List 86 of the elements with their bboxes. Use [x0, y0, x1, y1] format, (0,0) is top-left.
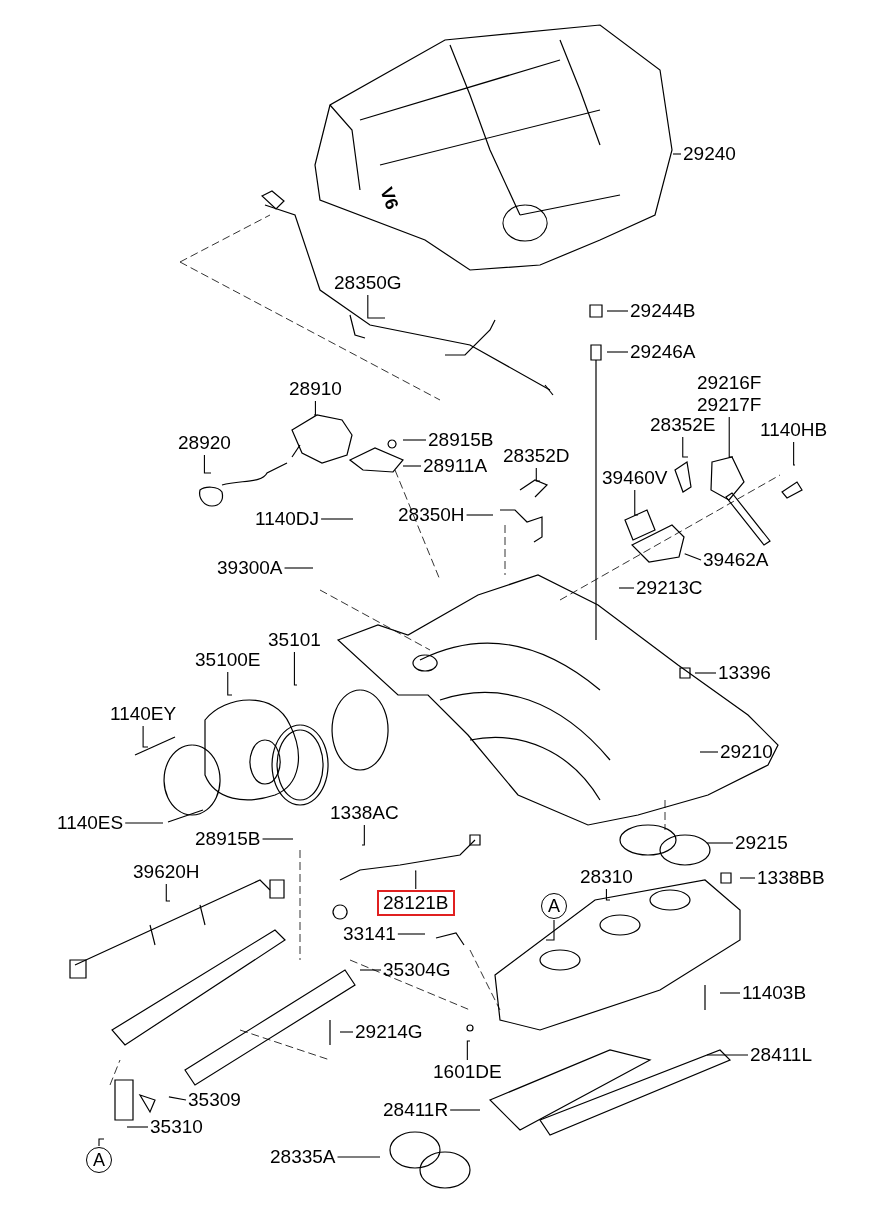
part-number: 1140HB [760, 419, 828, 441]
part-number: 29210 [720, 741, 773, 763]
leader-line [706, 842, 734, 844]
leader-line [739, 877, 756, 879]
part-number: 35101 [268, 629, 321, 651]
leader-line [339, 1031, 354, 1033]
part-number: 29215 [735, 832, 788, 854]
leader-line [535, 467, 541, 482]
part-number: 11403B [742, 982, 807, 1004]
leader-line [634, 489, 639, 516]
leader-line [545, 919, 555, 941]
leader-line [672, 153, 682, 155]
leader-line [165, 883, 171, 902]
leader-line [694, 672, 717, 674]
part-number: 28350G [334, 272, 402, 294]
leader-line [359, 969, 382, 971]
leader-line [320, 518, 354, 520]
leader-line [706, 1054, 749, 1056]
engine-badge-text: V6 [376, 184, 403, 213]
part-number: 35304G [383, 959, 451, 981]
leader-line [684, 553, 702, 561]
part-number: 28910 [289, 378, 342, 400]
leader-line [126, 1126, 149, 1128]
leader-line [793, 441, 796, 466]
part-number: 1338AC [330, 802, 399, 824]
part-number: 28915B [428, 429, 494, 451]
part-number: 28352D [503, 445, 570, 467]
part-number: 29246A [630, 341, 696, 363]
leader-line [606, 351, 629, 353]
leader-line [397, 933, 426, 935]
part-number: 28335A [270, 1146, 336, 1168]
leader-line [313, 400, 316, 416]
leader-line [361, 824, 365, 846]
part-number: 1140DJ [255, 508, 320, 530]
part-number: 39620H [133, 861, 200, 883]
leader-line [699, 751, 719, 753]
leader-line [336, 1156, 381, 1158]
part-number: 13396 [718, 662, 771, 684]
part-number: 29216F [697, 372, 762, 394]
part-number: 35309 [188, 1089, 241, 1111]
leader-line [605, 888, 611, 901]
leader-line [606, 310, 629, 312]
leader-line [98, 1138, 105, 1147]
leader-line [402, 465, 422, 467]
part-number: 39460V [602, 467, 668, 489]
part-number: 39462A [703, 549, 769, 571]
leader-line [466, 514, 494, 516]
part-number: 1601DE [433, 1061, 502, 1083]
leader-line [203, 454, 212, 474]
leader-line [466, 1040, 471, 1061]
leader-line [728, 416, 734, 458]
leader-line [293, 651, 298, 686]
leader-line [618, 587, 635, 589]
part-number: 35310 [150, 1116, 203, 1138]
leader-line [168, 1096, 187, 1101]
part-number: 29213C [636, 577, 703, 599]
part-number: 29240 [683, 143, 736, 165]
part-number: 1140EY [110, 703, 177, 725]
part-number: 28411L [750, 1044, 812, 1066]
leader-line [414, 870, 417, 890]
leader-line [283, 567, 314, 569]
leader-line [142, 725, 149, 748]
part-number: 33141 [343, 923, 396, 945]
part-number: 39300A [217, 557, 283, 579]
part-number: 28411R [383, 1099, 449, 1121]
part-number: 1140ES [57, 812, 124, 834]
part-number: 1338BB [757, 867, 825, 889]
leader-line [261, 838, 294, 840]
leader-line [449, 1109, 481, 1111]
highlighted-part-number: 28121B [377, 890, 455, 916]
part-number: 28915B [195, 828, 261, 850]
part-number: 28920 [178, 432, 231, 454]
leader-line [402, 439, 427, 441]
part-number: 29214G [355, 1021, 423, 1043]
part-number: 28350H [398, 504, 465, 526]
part-number: 28911A [423, 455, 488, 477]
part-number: 29244B [630, 300, 696, 322]
part-number: 35100E [195, 649, 261, 671]
part-number: 28310 [580, 866, 633, 888]
leader-line [367, 294, 386, 319]
part-number: 29217F [697, 394, 762, 416]
leader-line [124, 822, 164, 824]
part-number: 28352E [650, 414, 716, 436]
leader-line [682, 436, 689, 458]
leader-line [227, 671, 233, 696]
leader-line [719, 992, 741, 994]
